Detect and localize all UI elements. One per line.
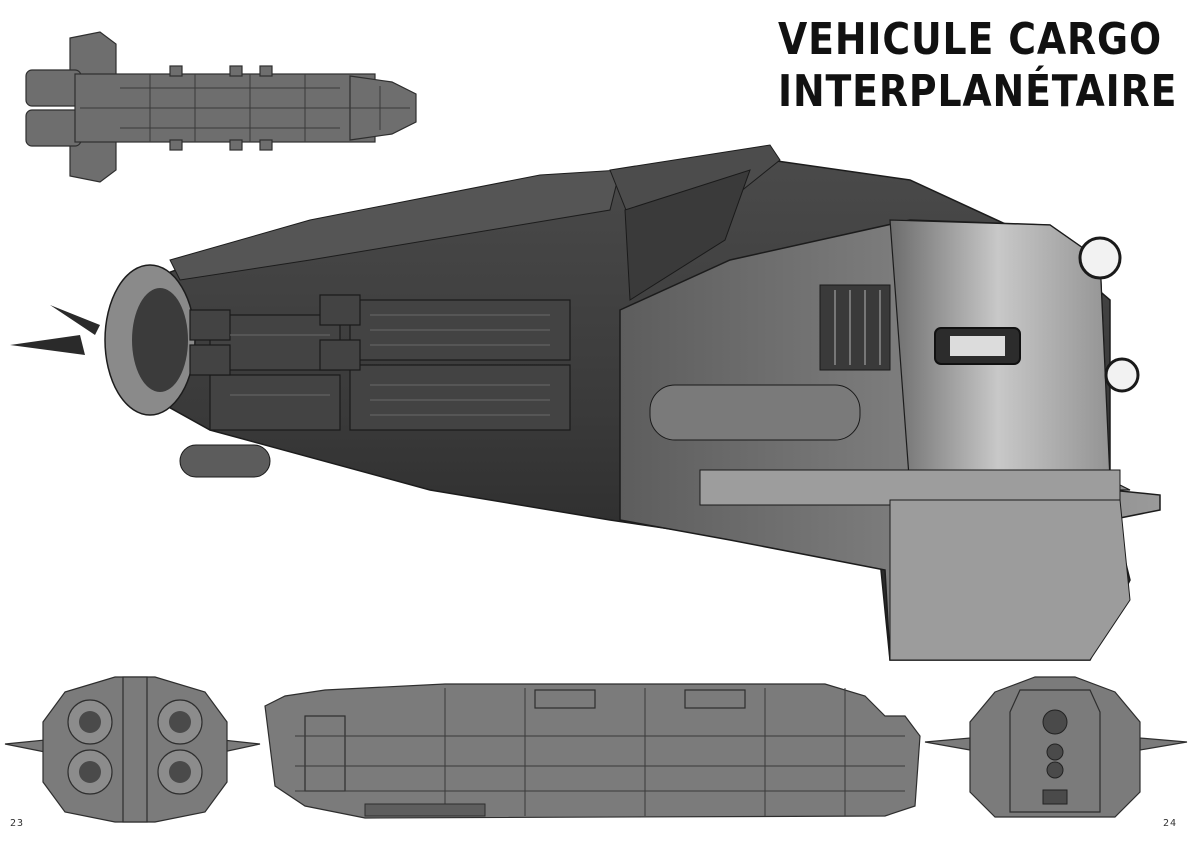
page-title: VEHICULE CARGO INTERPLANÉTAIRE	[778, 14, 1178, 118]
title-line-2: INTERPLANÉTAIRE	[778, 66, 1178, 117]
ship-main-illustration	[10, 144, 1161, 661]
page-number-right: 24	[1163, 818, 1178, 829]
ship-top-view	[25, 31, 417, 183]
ship-rear-view	[4, 676, 261, 823]
ship-side-view	[264, 683, 921, 819]
ship-front-view	[924, 676, 1188, 818]
page-number-left: 23	[10, 818, 25, 829]
title-line-1: VEHICULE CARGO	[778, 14, 1162, 65]
